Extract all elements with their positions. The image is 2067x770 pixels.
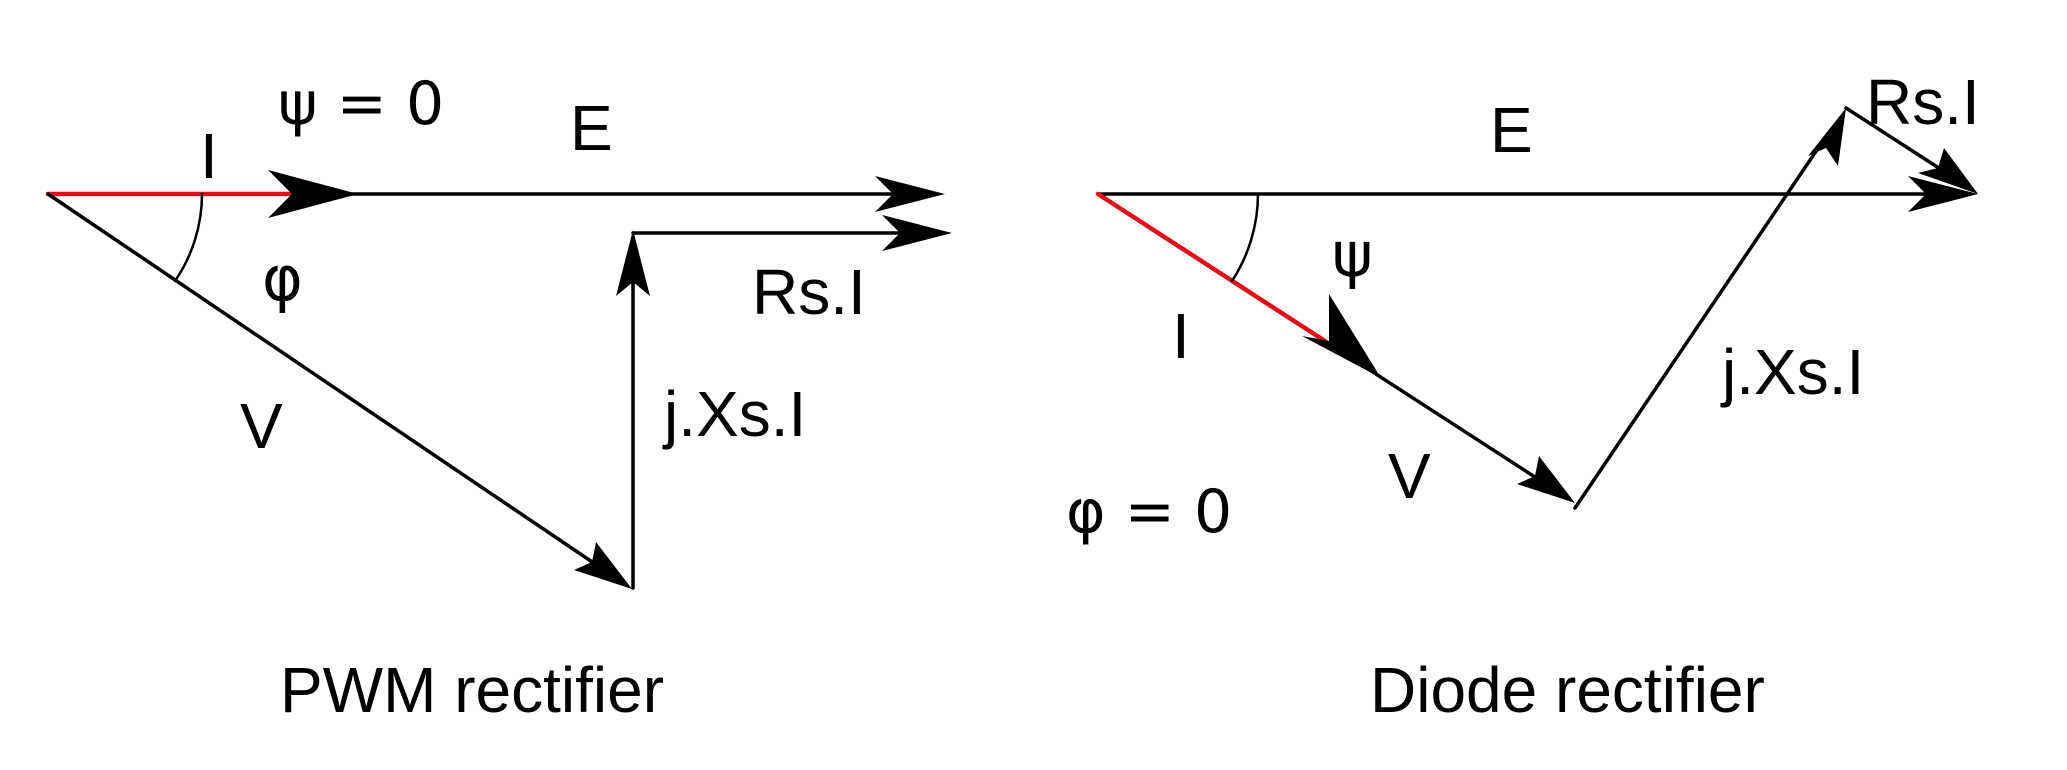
diode-reactance-arrowhead bbox=[1808, 108, 1846, 166]
diode-current-arrowhead bbox=[1302, 294, 1381, 378]
diode-emf-label: E bbox=[1490, 94, 1533, 166]
diode-voltage-label: V bbox=[1388, 440, 1431, 512]
pwm-resistance-label: Rs.I bbox=[752, 256, 866, 328]
diode-resistance-label: Rs.I bbox=[1866, 66, 1980, 138]
pwm-reactance-arrowhead bbox=[616, 230, 650, 296]
pwm-voltage-arrowhead bbox=[574, 542, 632, 589]
diode-current-vector bbox=[1095, 191, 1328, 344]
pwm-reactance-label: j.Xs.I bbox=[662, 378, 806, 450]
pwm-current-arrowhead bbox=[268, 170, 358, 218]
pwm-phasor-diagram: ψ = 0 I E φ Rs.I V j.Xs.I PWM rectifier bbox=[45, 69, 952, 726]
pwm-voltage-vector bbox=[46, 192, 612, 576]
diode-resistance-arrowhead bbox=[1918, 148, 1978, 194]
diode-reactance-label: j.Xs.I bbox=[1720, 336, 1864, 408]
pwm-phi-angle-arc bbox=[173, 192, 204, 283]
diode-voltage-arrowhead bbox=[1517, 456, 1575, 503]
diode-reactance-vector bbox=[1573, 136, 1827, 510]
diode-emf-arrowhead bbox=[1908, 176, 1978, 212]
diode-psi-angle-arc bbox=[1230, 192, 1260, 283]
diode-current-label: I bbox=[1172, 300, 1190, 372]
pwm-psi-label: ψ = 0 bbox=[278, 69, 444, 139]
diode-phasor-diagram: E Rs.I ψ I j.Xs.I V φ = 0 Diode rectifie… bbox=[1066, 66, 1980, 726]
pwm-current-label: I bbox=[200, 120, 218, 192]
diode-psi-label: ψ bbox=[1332, 218, 1373, 291]
diode-resistance-vector bbox=[1844, 106, 1947, 174]
pwm-voltage-label: V bbox=[240, 390, 283, 462]
pwm-resistance-arrowhead bbox=[882, 215, 952, 251]
diode-caption: Diode rectifier bbox=[1370, 654, 1765, 726]
pwm-phi-label: φ bbox=[262, 242, 303, 315]
pwm-emf-label: E bbox=[570, 92, 613, 164]
pwm-caption: PWM rectifier bbox=[280, 654, 664, 726]
diode-phi-label: φ = 0 bbox=[1066, 477, 1232, 547]
pwm-emf-arrowhead bbox=[875, 176, 945, 212]
